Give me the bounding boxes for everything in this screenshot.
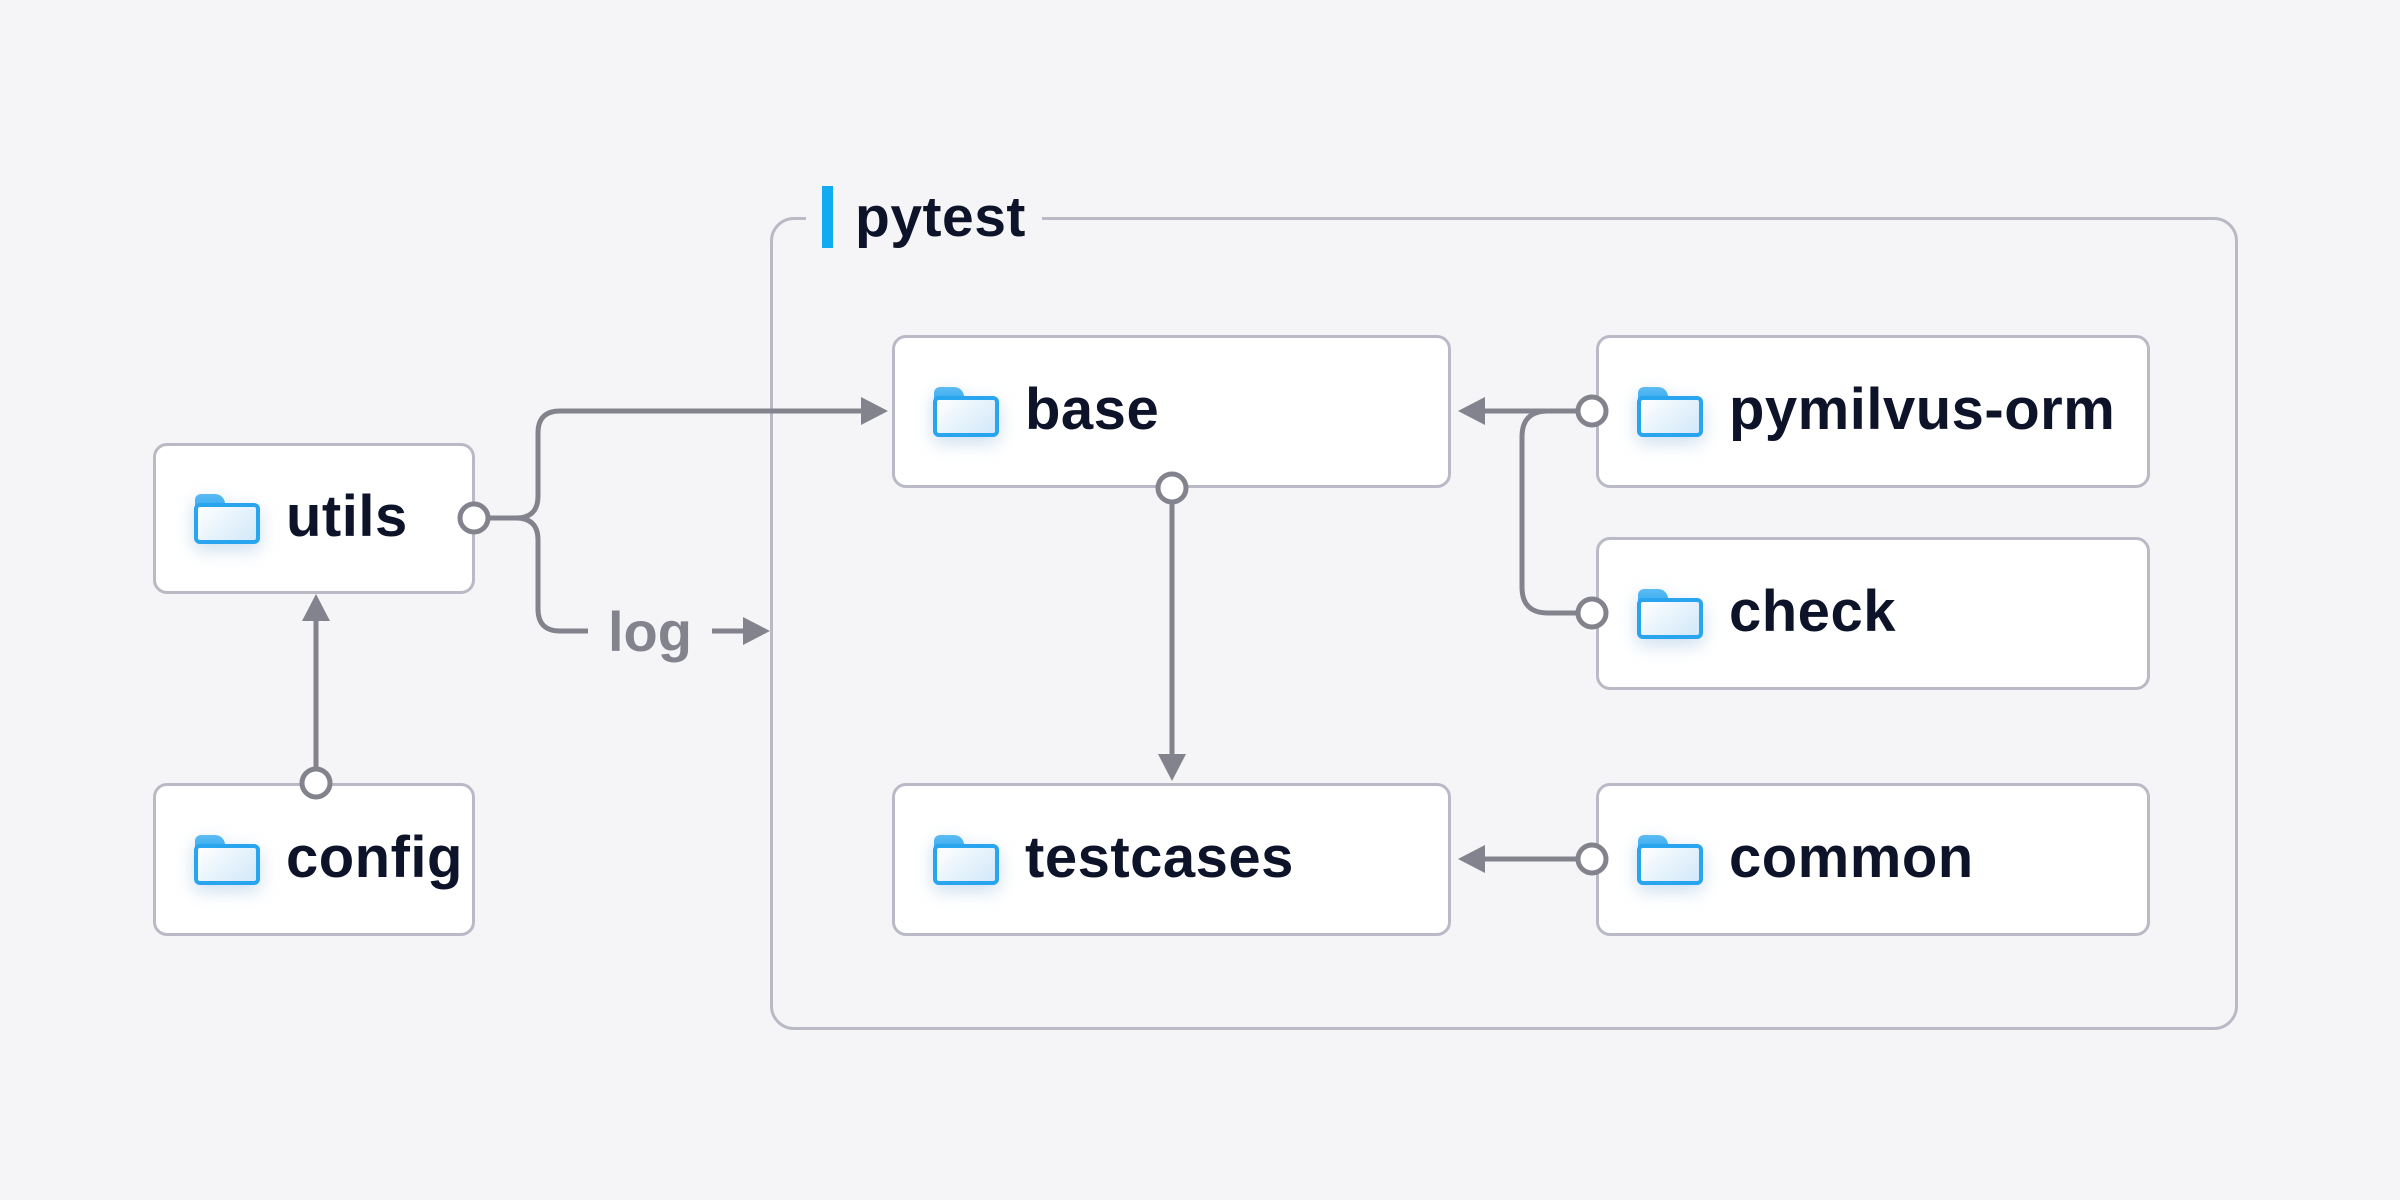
node-config: config xyxy=(153,783,475,936)
pytest-container xyxy=(770,217,2238,1030)
node-check: check xyxy=(1596,537,2150,690)
edge-config-utils xyxy=(299,594,333,800)
node-label: check xyxy=(1729,579,1896,644)
pytest-container-label: pytest xyxy=(806,185,1042,249)
folder-icon xyxy=(194,493,260,544)
node-label: common xyxy=(1729,825,1974,890)
node-utils: utils xyxy=(153,443,475,594)
edge-label-log: log xyxy=(608,599,692,663)
node-testcases: testcases xyxy=(892,783,1451,936)
node-label: testcases xyxy=(1025,825,1294,890)
node-label: pymilvus-orm xyxy=(1729,377,2116,442)
accent-bar xyxy=(822,186,833,248)
folder-icon xyxy=(194,834,260,885)
node-base: base xyxy=(892,335,1451,488)
folder-icon xyxy=(933,834,999,885)
folder-icon xyxy=(1637,588,1703,639)
folder-icon xyxy=(1637,834,1703,885)
node-pymilvus-orm: pymilvus-orm xyxy=(1596,335,2150,488)
node-label: config xyxy=(286,825,463,890)
folder-icon xyxy=(1637,386,1703,437)
pytest-container-title: pytest xyxy=(855,185,1026,249)
folder-icon xyxy=(933,386,999,437)
node-label: utils xyxy=(286,484,408,549)
node-label: base xyxy=(1025,377,1160,442)
node-common: common xyxy=(1596,783,2150,936)
